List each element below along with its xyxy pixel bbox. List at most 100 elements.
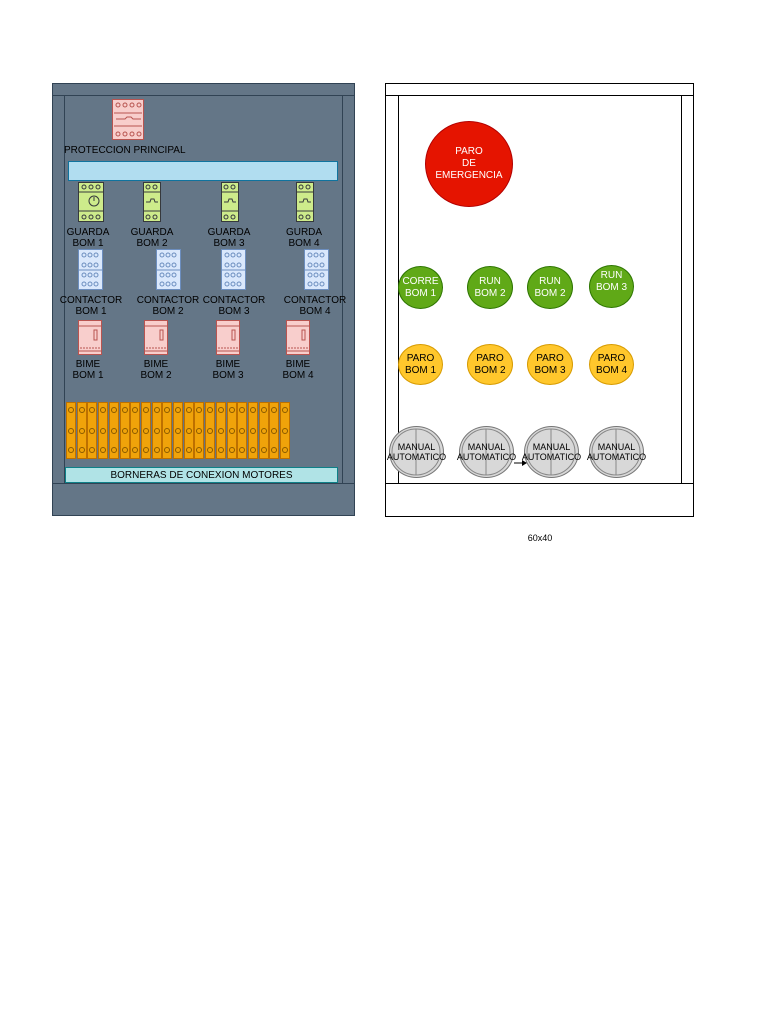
terminal	[237, 402, 248, 459]
terminal-screw	[153, 447, 160, 453]
terminal-screw	[100, 428, 107, 434]
terminal-screw	[142, 407, 149, 413]
selector-switch-3: MANUAL AUTOMATICO	[521, 426, 582, 478]
terminal-screw	[217, 407, 224, 413]
run-button-1: CORRE BOM 1	[398, 266, 443, 309]
terminal-screw	[68, 407, 74, 413]
terminal-screw	[228, 428, 235, 434]
terminal-screw	[78, 447, 85, 453]
distribution-busbar	[68, 161, 338, 181]
bimetal-4-label-line1: BIME	[285, 359, 311, 370]
contactor-2-label-line2: BOM 2	[152, 306, 184, 317]
terminal-screw	[271, 428, 278, 434]
terminal-screw	[249, 407, 256, 413]
bimetal-4-label-line2: BOM 4	[282, 370, 314, 381]
terminal-screw	[271, 447, 278, 453]
terminal-screw	[164, 447, 171, 453]
selector-switch-2: MANUAL AUTOMATICO	[456, 426, 517, 478]
guard-1-label-line2: BOM 1	[72, 238, 104, 249]
contactor-2-label-line1: CONTACTOR	[136, 295, 200, 306]
terminal	[130, 402, 141, 459]
guard-3-label-line1: GUARDA	[207, 227, 251, 238]
terminal-screw	[132, 407, 139, 413]
selector-switch-4-label: MANUAL AUTOMATICO	[586, 442, 647, 462]
run-button-3: RUN BOM 2	[527, 266, 573, 309]
door-bottom-frame	[385, 483, 694, 484]
terminal-screw	[217, 447, 224, 453]
terminal-screw	[196, 407, 203, 413]
motor-guard-2	[143, 182, 161, 222]
terminal-screw	[132, 447, 139, 453]
terminal-screw	[239, 407, 246, 413]
terminal-screw	[110, 447, 117, 453]
contactor-4-label-line1: CONTACTOR	[283, 295, 347, 306]
terminal-screw	[239, 447, 246, 453]
terminal-screw	[207, 407, 214, 413]
terminal	[258, 402, 269, 459]
dimensions-label: 60x40	[527, 533, 553, 543]
terminal	[173, 402, 183, 459]
terminal	[247, 402, 258, 459]
guard-4-label-line2: BOM 4	[288, 238, 320, 249]
terminal	[205, 402, 216, 459]
terminal	[108, 402, 119, 459]
terminal	[140, 402, 151, 459]
terminal-screw	[68, 428, 74, 434]
contactor-3-label-line1: CONTACTOR	[202, 295, 266, 306]
terminal-screw	[153, 407, 160, 413]
terminal-screw	[89, 407, 96, 413]
terminal	[162, 402, 173, 459]
terminal	[87, 402, 98, 459]
panel-bottom-frame	[52, 483, 355, 516]
terminal-screw	[110, 428, 117, 434]
guard-1-label-line1: GUARDA	[66, 227, 110, 238]
contactor-1	[78, 249, 103, 290]
terminal-screw	[68, 447, 74, 453]
panel-right-rail	[342, 95, 355, 484]
terminal-screw	[260, 447, 267, 453]
bimetal-relay-4	[286, 320, 310, 355]
terminal-screw	[228, 447, 235, 453]
contactor-4-label-line2: BOM 4	[299, 306, 331, 317]
terminal-screw	[217, 428, 224, 434]
door-right-rail	[681, 95, 682, 484]
terminal-screw	[185, 428, 192, 434]
terminal	[151, 402, 162, 459]
selector-switch-1-label: MANUAL AUTOMATICO	[386, 442, 447, 462]
terminal-screw	[228, 407, 235, 413]
terminal-screw	[100, 407, 107, 413]
bimetal-1-label-line2: BOM 1	[72, 370, 104, 381]
terminal-screw	[78, 407, 85, 413]
terminal-screw	[78, 428, 85, 434]
terminal-screw	[207, 428, 214, 434]
stop-button-1: PARO BOM 1	[398, 344, 443, 385]
terminal	[269, 402, 280, 459]
terminal-screw	[260, 407, 267, 413]
run-button-2: RUN BOM 2	[467, 266, 513, 309]
motor-guard-3	[221, 182, 239, 222]
terminal-screw	[175, 407, 181, 413]
bimetal-1-label-line1: BIME	[75, 359, 101, 370]
door-top-frame	[385, 95, 694, 96]
terminal-screw	[121, 428, 128, 434]
guard-4-label-line1: GURDA	[285, 227, 323, 238]
panel-top-frame	[52, 83, 355, 96]
contactor-2	[156, 249, 181, 290]
selector-switch-3-label: MANUAL AUTOMATICO	[521, 442, 582, 462]
selector-switch-1: MANUAL AUTOMATICO	[386, 426, 447, 478]
terminal	[98, 402, 109, 459]
selector-switch-2-label: MANUAL AUTOMATICO	[456, 442, 517, 462]
terminal-screw	[132, 428, 139, 434]
terminal-screw	[185, 407, 192, 413]
bimetal-relay-3	[216, 320, 240, 355]
terminal-screw	[185, 447, 192, 453]
terminal-screw	[142, 428, 149, 434]
terminal	[194, 402, 205, 459]
terminal-block-label: BORNERAS DE CONEXION MOTORES	[65, 467, 338, 483]
